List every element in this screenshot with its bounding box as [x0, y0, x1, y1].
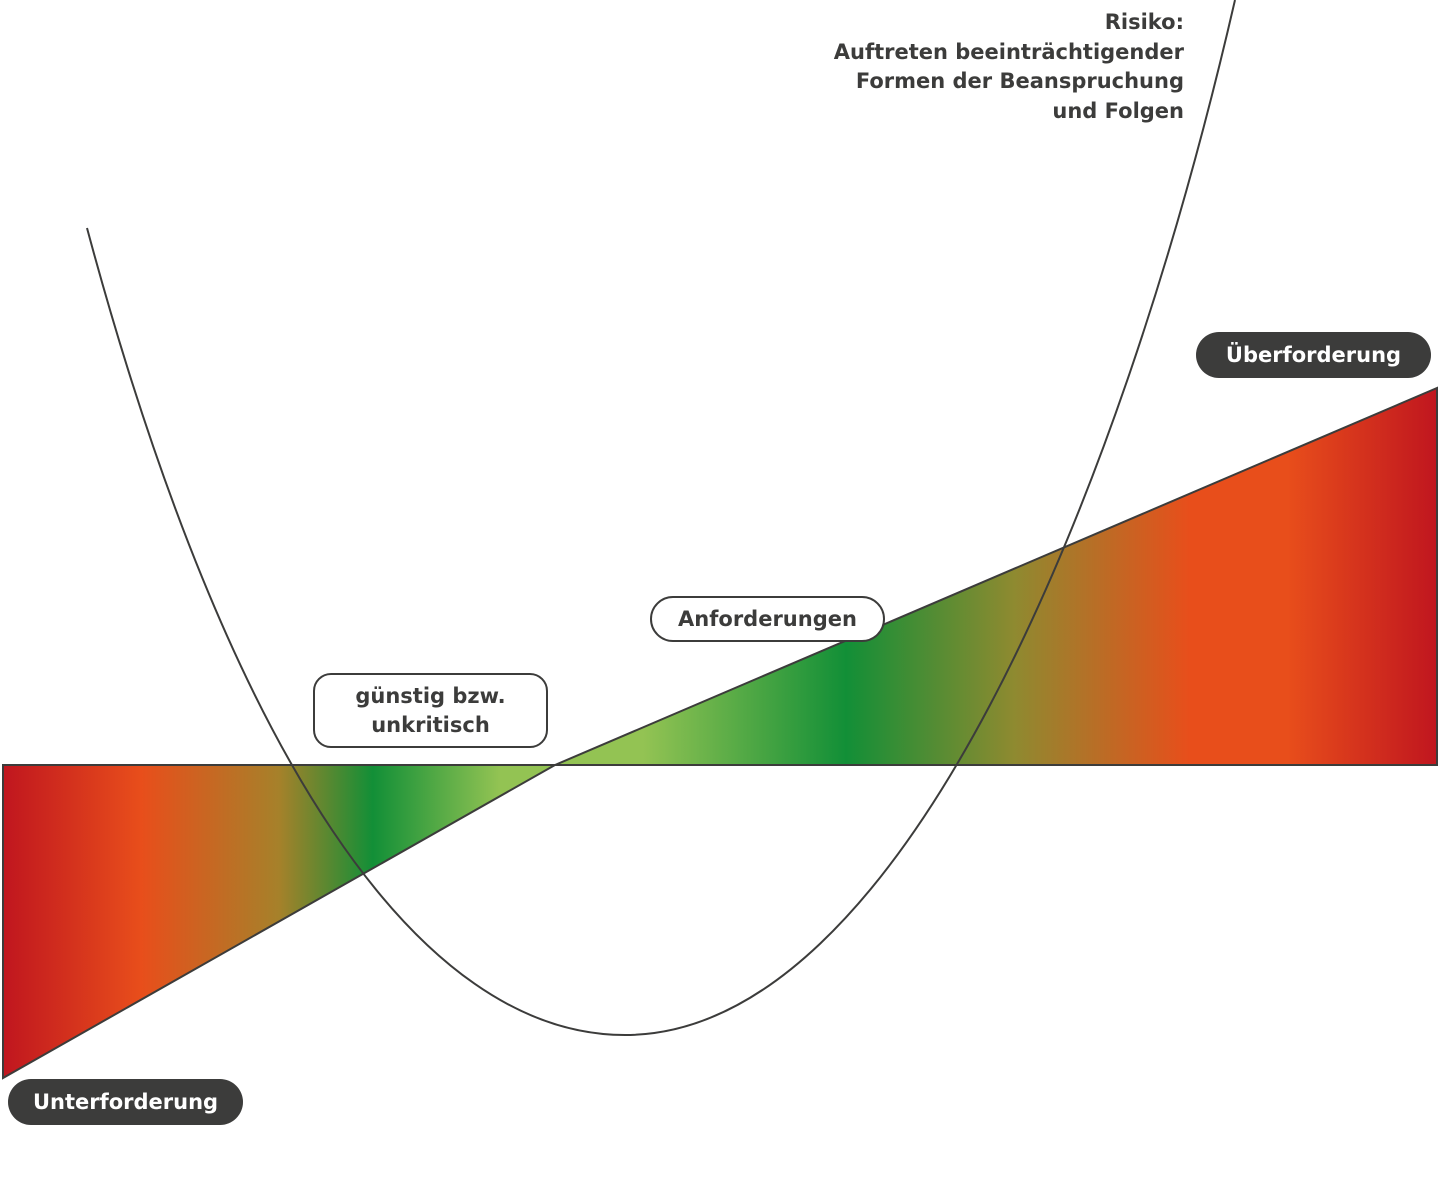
risk-label: Risiko: Auftreten beeinträchtigender For…	[834, 8, 1184, 126]
risk-label-line: und Folgen	[1052, 98, 1184, 123]
underload-label: Unterforderung	[8, 1079, 243, 1125]
risk-label-line: Risiko:	[1104, 10, 1184, 34]
risk-label-line: Formen der Beanspruchung	[855, 69, 1184, 93]
favorable-label-line: günstig bzw.	[355, 683, 506, 708]
risk-label-line: Auftreten beeinträchtigender	[833, 39, 1184, 64]
risk-curve	[86, 0, 1236, 1037]
demands-label: Anforderungen	[650, 596, 885, 642]
favorable-label: günstig bzw. unkritisch	[313, 673, 548, 748]
overload-wedge	[554, 386, 1438, 766]
overload-label: Überforderung	[1196, 332, 1431, 378]
favorable-label-line: unkritisch	[371, 712, 490, 737]
underload-wedge	[2, 764, 559, 1080]
